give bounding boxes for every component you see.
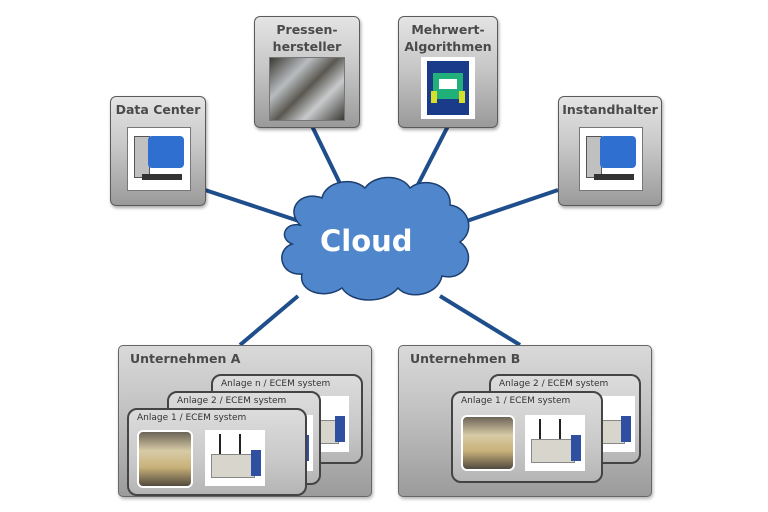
company-title: Unternehmen A	[130, 351, 241, 366]
fea-simulation-image	[421, 57, 475, 119]
anlage-label: Anlage 2 / ECEM system	[499, 379, 609, 389]
press-machine-photo	[461, 415, 515, 471]
ecem-device-image	[205, 430, 265, 486]
node-title-line2: Algorithmen	[404, 39, 492, 54]
link-unternehmen-b	[438, 294, 522, 347]
ecem-device-image	[525, 415, 585, 471]
anlage-label: Anlage 1 / ECEM system	[137, 413, 247, 423]
computer-icon	[579, 127, 643, 191]
anlage-label: Anlage n / ECEM system	[221, 379, 331, 389]
node-pressenhersteller[interactable]: Pressen- hersteller	[254, 16, 360, 128]
node-title: Data Center	[115, 102, 201, 117]
company-unternehmen-a[interactable]: Unternehmen A Anlage n / ECEM system Anl…	[118, 345, 372, 497]
company-unternehmen-b[interactable]: Unternehmen B Anlage 2 / ECEM system Anl…	[398, 345, 652, 497]
factory-aerial-photo	[269, 57, 345, 121]
node-instandhalter[interactable]: Instandhalter	[558, 96, 662, 206]
link-unternehmen-a	[238, 294, 300, 347]
node-title-line1: Mehrwert-	[411, 22, 485, 37]
company-title: Unternehmen B	[410, 351, 521, 366]
link-instandhalter	[454, 188, 559, 227]
anlage-card[interactable]: Anlage 1 / ECEM system	[127, 408, 307, 496]
node-title: Instandhalter	[562, 102, 658, 117]
anlage-card[interactable]: Anlage 1 / ECEM system	[451, 391, 603, 483]
cloud-label: Cloud	[320, 224, 413, 258]
node-title-line2: hersteller	[272, 39, 342, 54]
press-machine-photo	[137, 430, 193, 488]
anlage-label: Anlage 2 / ECEM system	[177, 396, 287, 406]
computer-icon	[127, 127, 191, 191]
anlage-label: Anlage 1 / ECEM system	[461, 396, 571, 406]
node-mehrwert-algorithmen[interactable]: Mehrwert- Algorithmen	[398, 16, 498, 128]
node-title-line1: Pressen-	[276, 22, 338, 37]
node-data-center[interactable]: Data Center	[110, 96, 206, 206]
